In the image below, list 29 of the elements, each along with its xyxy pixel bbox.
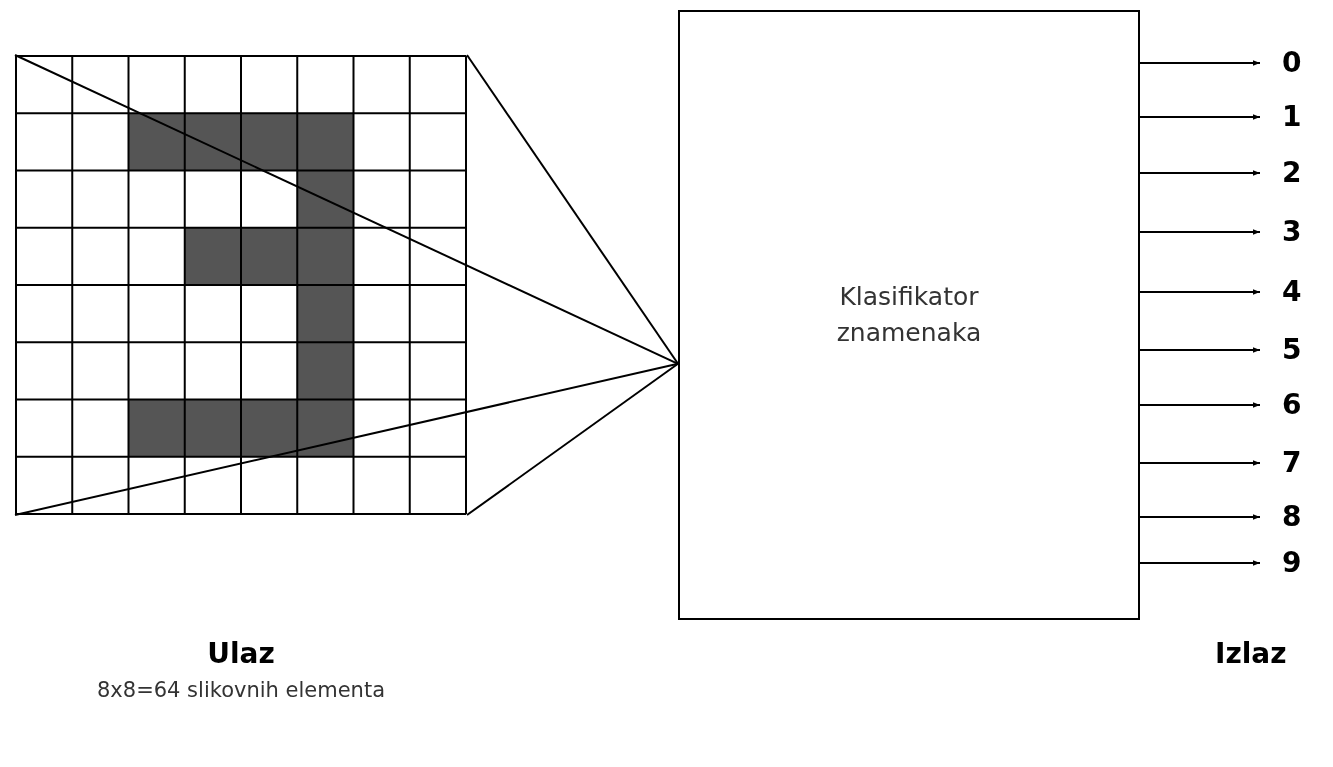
classifier-box: Klasifikator znamenaka [678, 10, 1140, 620]
pixel-grid-drawing [15, 55, 467, 515]
arrow [1139, 347, 1261, 353]
output-digit: 7 [1282, 446, 1322, 480]
output-digit: 2 [1282, 156, 1322, 190]
output-digit: 5 [1282, 333, 1322, 367]
input-caption: Ulaz [207, 637, 275, 670]
arrow [1139, 114, 1261, 120]
connector-line [14, 362, 679, 516]
output-digit: 3 [1282, 215, 1322, 249]
output-digit: 0 [1282, 46, 1322, 80]
connector-line [14, 54, 679, 365]
arrow [1139, 229, 1261, 235]
arrow [1139, 560, 1261, 566]
arrow [1139, 170, 1261, 176]
output-digit: 1 [1282, 100, 1322, 134]
arrow [1139, 289, 1261, 295]
arrow [1139, 60, 1261, 66]
output-caption: Izlaz [1215, 637, 1287, 670]
connector-line [466, 362, 679, 516]
input-description: 8x8=64 slikovnih elementa [97, 678, 385, 702]
output-digit: 4 [1282, 275, 1322, 309]
output-digit: 9 [1282, 546, 1322, 580]
arrow [1139, 402, 1261, 408]
arrow [1139, 514, 1261, 520]
output-digit: 6 [1282, 388, 1322, 422]
arrow [1139, 460, 1261, 466]
output-digit: 8 [1282, 500, 1322, 534]
connector-line [466, 54, 679, 365]
